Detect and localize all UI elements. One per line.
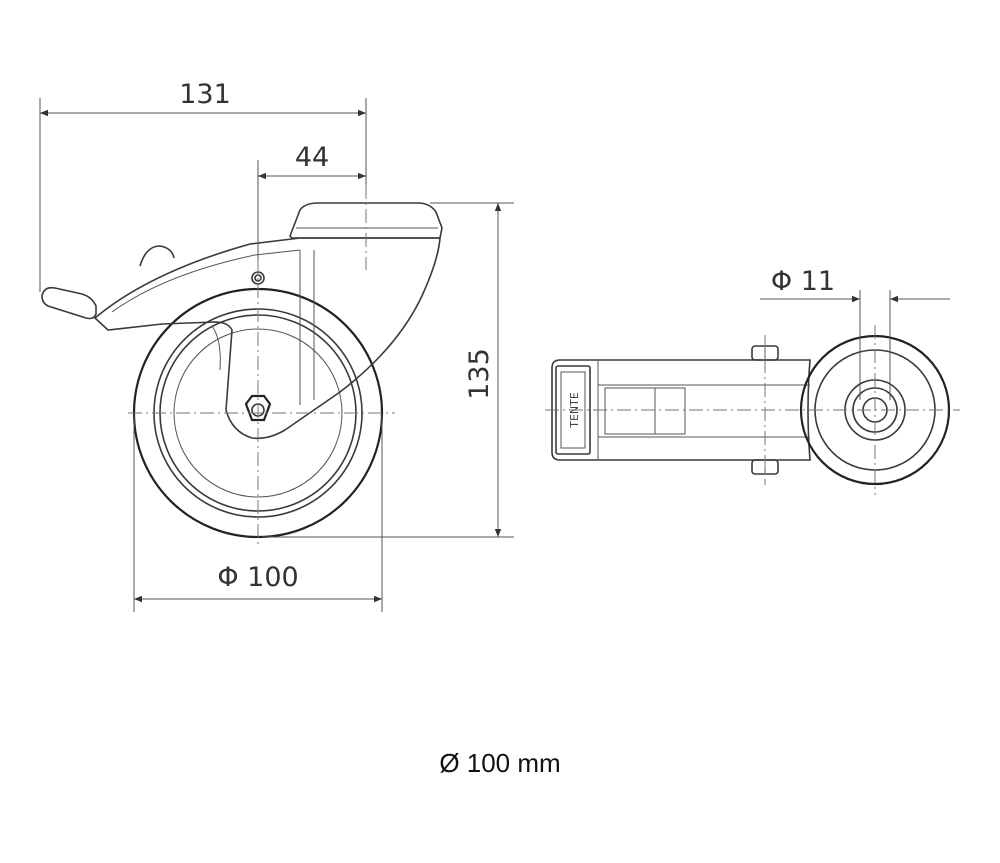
dim-offset-label: 44 — [295, 142, 329, 173]
dim-wheel-diameter: Φ 100 — [133, 415, 383, 612]
dim-offset: 44 — [257, 142, 366, 260]
dim-wheel-diameter-label: Φ 100 — [217, 562, 298, 593]
dim-overall-height-label: 135 — [464, 348, 495, 400]
top-view: TENTE — [545, 325, 960, 495]
wheel-size-caption: Ø 100 mm — [439, 748, 561, 778]
dim-overall-width-label: 131 — [179, 79, 231, 110]
brake-pedal — [41, 245, 175, 320]
fork — [93, 237, 441, 440]
dim-bolt-hole: Φ 11 — [760, 266, 950, 400]
brand-stamp: TENTE — [555, 365, 591, 455]
dim-overall-height: 135 — [262, 202, 514, 538]
dim-bolt-hole-label: Φ 11 — [771, 266, 835, 297]
top-plate — [289, 202, 443, 239]
side-view — [41, 185, 443, 545]
dim-overall-width: 131 — [39, 79, 367, 292]
